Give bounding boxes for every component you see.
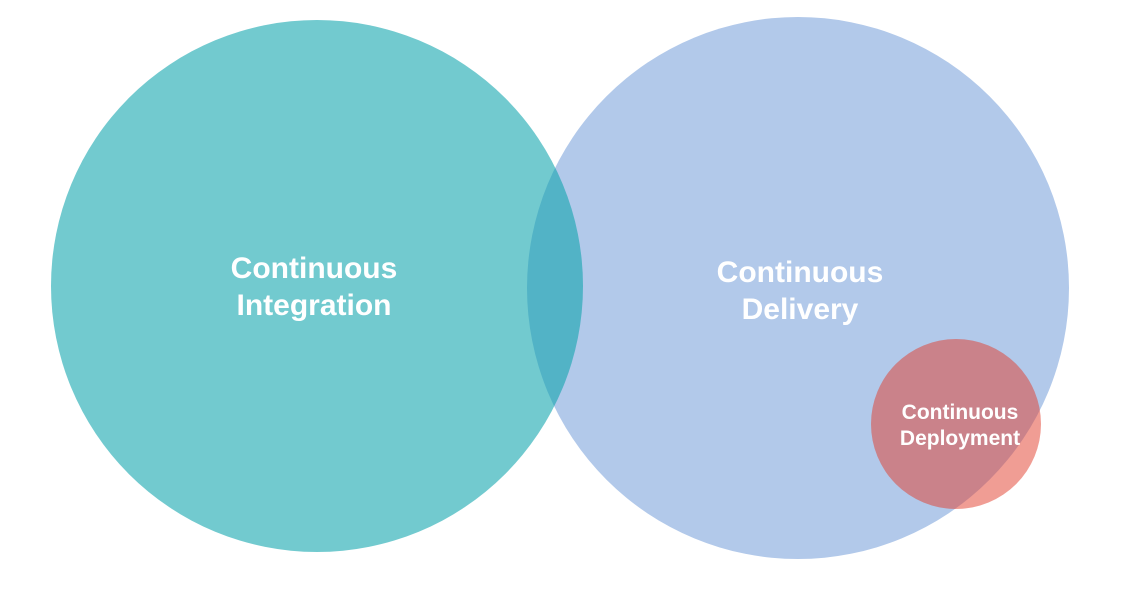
integration-circle	[51, 20, 583, 552]
deployment-circle	[871, 339, 1041, 509]
